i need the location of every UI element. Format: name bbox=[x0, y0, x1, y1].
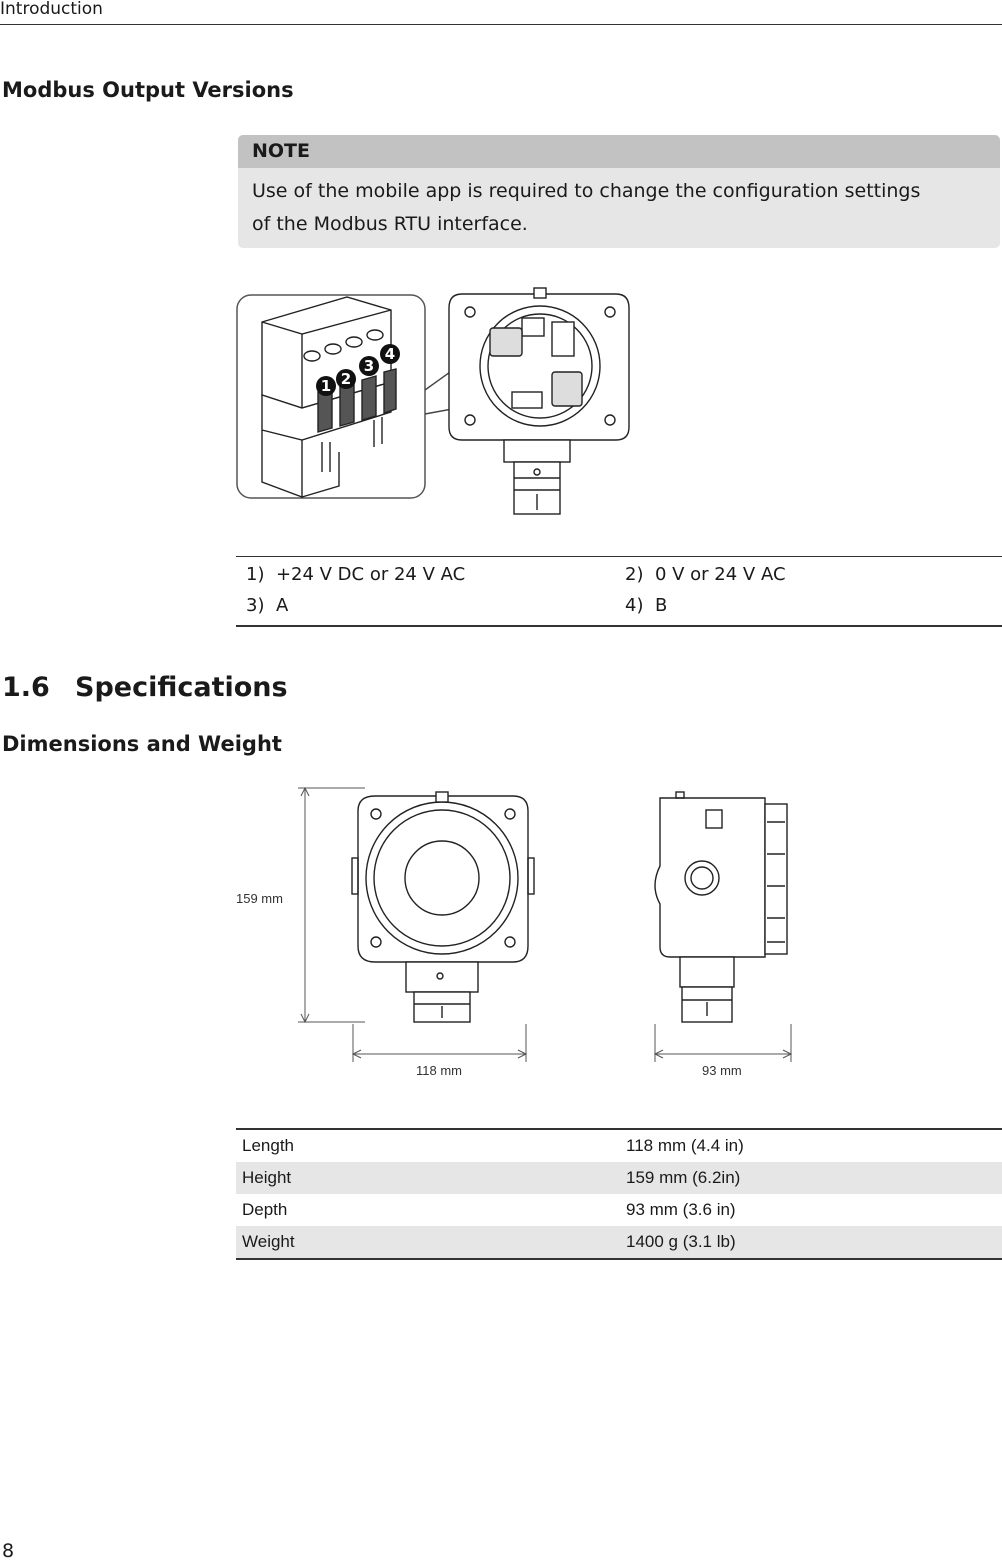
depth-dimension bbox=[653, 1024, 793, 1062]
spec-label: Weight bbox=[236, 1226, 620, 1259]
legend-text: 0 V or 24 V AC bbox=[654, 564, 786, 585]
spec-value: 93 mm (3.6 in) bbox=[626, 1200, 736, 1219]
chapter-title: Specifications bbox=[75, 672, 288, 703]
page-number: 8 bbox=[2, 1540, 15, 1562]
callout-4: 4 bbox=[385, 345, 395, 363]
callout-2: 2 bbox=[341, 370, 351, 388]
width-label: 118 mm bbox=[416, 1063, 462, 1078]
legend-item-2: 2) 0 V or 24 V AC bbox=[625, 564, 786, 586]
device-front-view-drawing bbox=[351, 791, 535, 1023]
specifications-table: Length 118 mm (4.4 in) Height 159 mm (6.… bbox=[236, 1128, 1002, 1260]
height-dimension bbox=[298, 786, 365, 1024]
running-header: Introduction bbox=[0, 0, 1002, 25]
device-side-view-drawing bbox=[654, 791, 788, 1023]
terminal-block-drawing bbox=[261, 296, 397, 499]
height-label: 159 mm bbox=[236, 891, 283, 906]
chapter-number: 1.6 bbox=[2, 672, 50, 703]
modbus-heading: Modbus Output Versions bbox=[2, 78, 294, 102]
note-box: NOTE Use of the mobile app is required t… bbox=[238, 135, 1000, 248]
terminal-legend: 1) +24 V DC or 24 V AC 2) 0 V or 24 V AC… bbox=[236, 556, 1002, 627]
device-open-housing-drawing bbox=[448, 287, 630, 515]
spec-label: Length bbox=[242, 1136, 294, 1155]
spec-value: 118 mm (4.4 in) bbox=[626, 1136, 744, 1155]
table-row: Weight 1400 g (3.1 lb) bbox=[236, 1226, 1002, 1259]
chapter-heading: 1.6 Specifications bbox=[2, 672, 288, 703]
spec-value: 1400 g (3.1 lb) bbox=[620, 1226, 1002, 1259]
legend-item-3: 3) A bbox=[246, 595, 288, 617]
legend-num: 4) bbox=[625, 595, 644, 616]
dimension-drawing: 159 mm 118 mm 93 mm bbox=[236, 786, 793, 1078]
legend-text: +24 V DC or 24 V AC bbox=[275, 564, 466, 585]
table-row: Depth 93 mm (3.6 in) bbox=[236, 1194, 1002, 1226]
legend-text: A bbox=[275, 595, 289, 616]
legend-num: 1) bbox=[246, 564, 265, 585]
spec-label: Height bbox=[236, 1162, 620, 1194]
running-title: Introduction bbox=[0, 0, 103, 19]
note-text: Use of the mobile app is required to cha… bbox=[252, 180, 921, 235]
note-label: NOTE bbox=[238, 135, 1000, 168]
legend-num: 3) bbox=[246, 595, 265, 616]
callout-markers: 1 2 3 4 bbox=[316, 344, 400, 396]
legend-text: B bbox=[654, 595, 668, 616]
callout-1: 1 bbox=[321, 377, 331, 395]
table-row: Length 118 mm (4.4 in) bbox=[236, 1129, 1002, 1162]
depth-label: 93 mm bbox=[702, 1063, 742, 1078]
legend-item-1: 1) +24 V DC or 24 V AC bbox=[246, 564, 465, 586]
legend-item-4: 4) B bbox=[625, 595, 667, 617]
legend-num: 2) bbox=[625, 564, 644, 585]
callout-3: 3 bbox=[364, 357, 374, 375]
dimensions-heading: Dimensions and Weight bbox=[2, 732, 282, 756]
spec-label: Depth bbox=[242, 1200, 288, 1219]
table-row: Height 159 mm (6.2in) bbox=[236, 1162, 1002, 1194]
terminal-connector-figure: 1 2 3 4 bbox=[236, 287, 630, 515]
width-dimension bbox=[351, 1024, 528, 1062]
spec-value: 159 mm (6.2in) bbox=[620, 1162, 1002, 1194]
